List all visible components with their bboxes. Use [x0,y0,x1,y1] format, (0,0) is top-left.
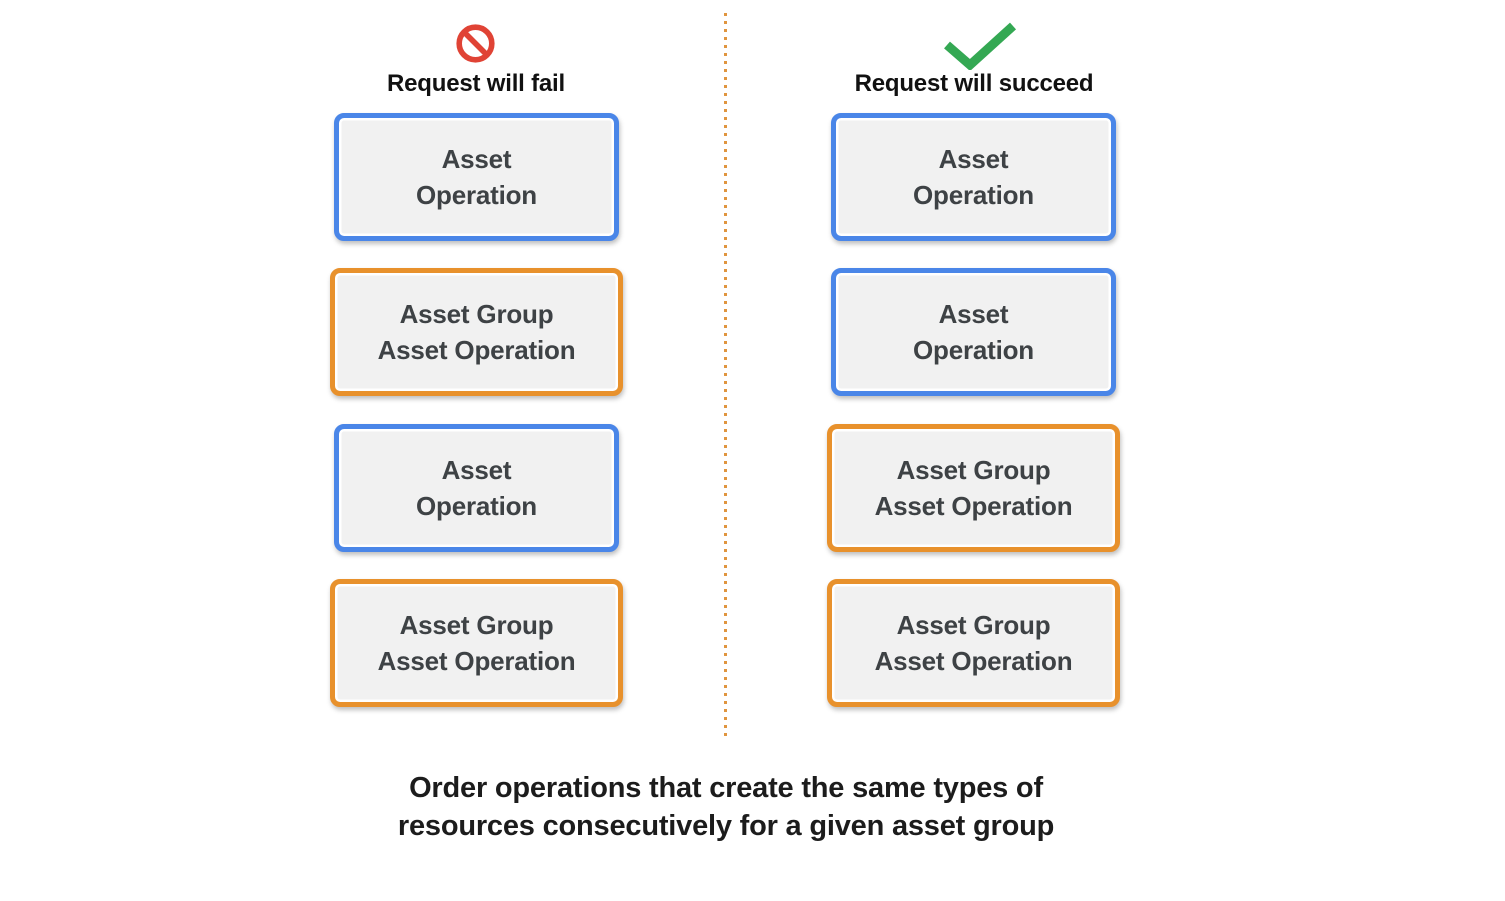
asset-operation-box: Asset Operation [831,268,1116,396]
box-label: Asset Operation [416,455,537,521]
column-divider [724,13,727,741]
box-label: Asset Group Asset Operation [377,610,576,676]
prohibition-icon [456,24,495,63]
box-label: Asset Group Asset Operation [874,455,1073,521]
caption-text: Order operations that create the same ty… [397,772,1055,842]
fail-column-title: Request will fail [387,70,565,97]
asset-group-asset-operation-box: Asset Group Asset Operation [827,579,1120,707]
box-label: Asset Operation [416,144,537,210]
asset-group-asset-operation-box: Asset Group Asset Operation [330,579,623,707]
asset-operation-box: Asset Operation [334,424,619,552]
checkmark-icon [944,22,1017,70]
box-label: Asset Operation [913,299,1034,365]
box-label: Asset Group Asset Operation [874,610,1073,676]
asset-group-asset-operation-box: Asset Group Asset Operation [827,424,1120,552]
asset-operation-box: Asset Operation [831,113,1116,241]
asset-group-asset-operation-box: Asset Group Asset Operation [330,268,623,396]
succeed-column-title: Request will succeed [854,70,1094,97]
box-label: Asset Group Asset Operation [377,299,576,365]
box-label: Asset Operation [913,144,1034,210]
asset-operation-box: Asset Operation [334,113,619,241]
